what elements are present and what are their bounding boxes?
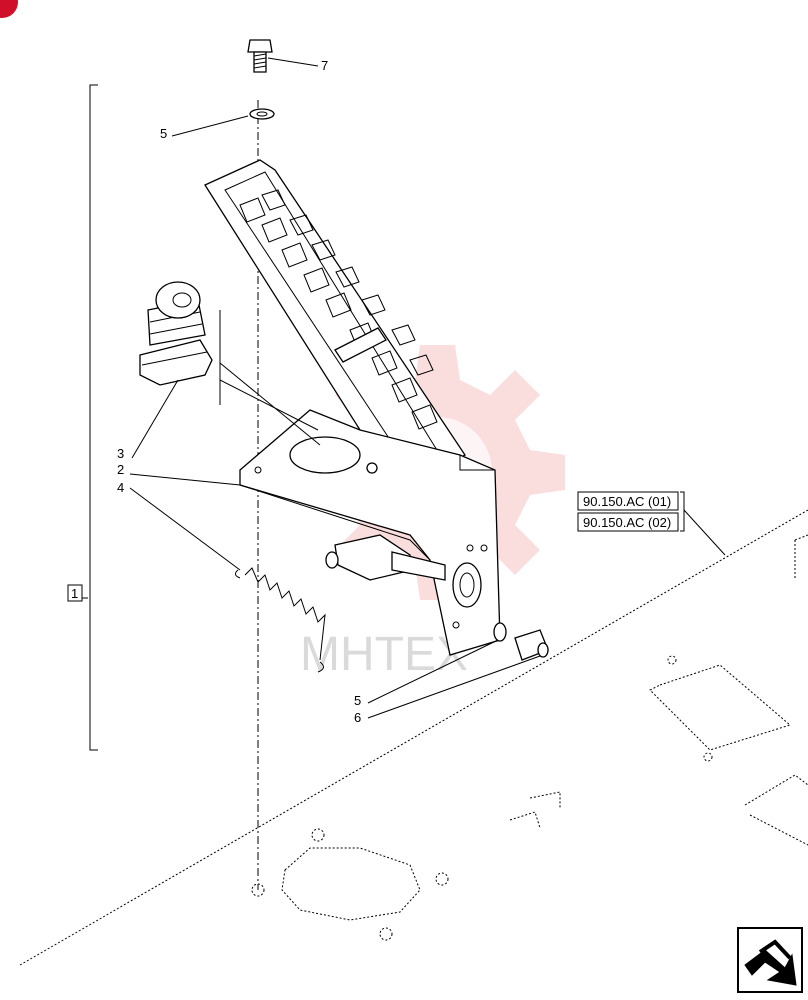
callout-2: 2 <box>117 462 124 477</box>
floor-panel <box>19 509 808 966</box>
reference-link-1[interactable]: 90.150.AC (01) <box>583 494 671 509</box>
corner-badge <box>0 0 18 18</box>
callout-1-box <box>67 584 83 602</box>
reference-link-2[interactable]: 90.150.AC (02) <box>583 515 671 530</box>
watermark-text: MHTEX <box>300 628 468 681</box>
arrow-view-icon[interactable] <box>737 927 803 993</box>
callout-5-bottom: 5 <box>354 693 361 708</box>
callout-1[interactable]: 1 <box>71 586 78 601</box>
shaft-assembly-part <box>325 534 446 581</box>
leader-lines <box>129 57 726 719</box>
washer-top-part <box>249 108 275 120</box>
reference-links: 90.150.AC (01) 90.150.AC (02) <box>577 491 685 532</box>
washer-bottom-part <box>493 622 507 642</box>
reference-box-2[interactable] <box>577 512 679 532</box>
spring-part <box>234 567 326 673</box>
rubber-stop-part <box>139 281 213 386</box>
callout-6: 6 <box>354 710 361 725</box>
assembly-bracket <box>89 84 98 751</box>
callout-4: 4 <box>117 480 124 495</box>
callout-7: 7 <box>321 58 328 73</box>
callout-5-top: 5 <box>160 126 167 141</box>
pin-part <box>514 629 549 661</box>
callout-3: 3 <box>117 446 124 461</box>
pedal-plate-part <box>204 159 466 481</box>
reference-box-1[interactable] <box>577 491 679 511</box>
pedal-bracket-part <box>239 409 501 656</box>
bolt-part <box>247 39 273 73</box>
